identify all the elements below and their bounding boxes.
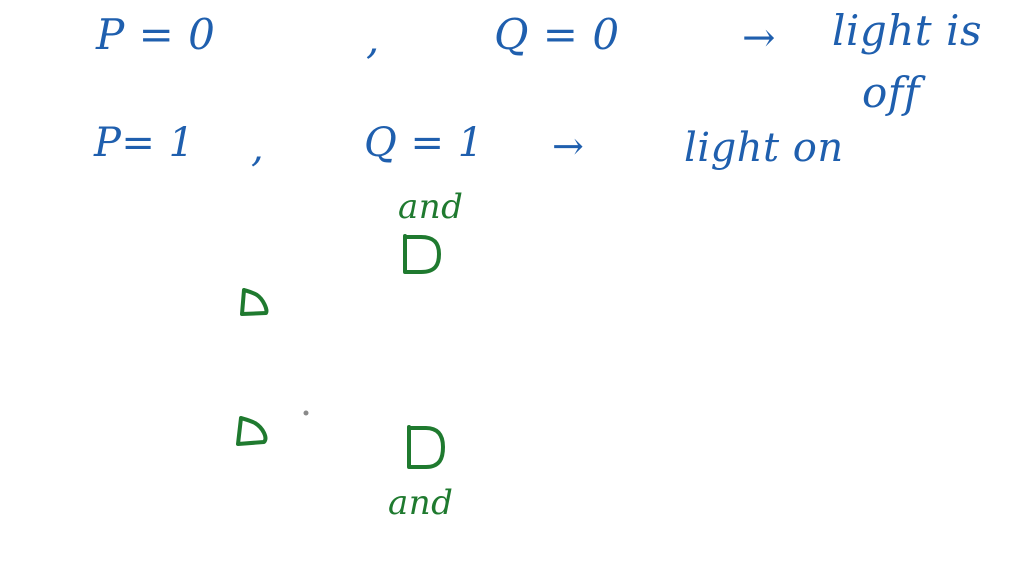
- row1-p-equation: P = 0: [96, 10, 216, 59]
- and-label-bottom: and: [388, 483, 454, 523]
- row1-arrow: →: [742, 15, 777, 61]
- row1-result-line2: off: [862, 68, 920, 117]
- small-gate-left-top-icon: [240, 288, 269, 316]
- dot-icon: [303, 410, 309, 416]
- and-gate-top-icon: [403, 234, 441, 274]
- row2-arrow: →: [552, 124, 585, 168]
- small-gate-left-bottom-icon: [236, 416, 268, 446]
- row2-comma: ,: [251, 125, 265, 171]
- row1-q-equation: Q = 0: [494, 10, 620, 59]
- row1-comma: ,: [366, 14, 380, 63]
- row1-result-line1: light is: [832, 6, 983, 55]
- and-gate-bottom-icon: [407, 425, 445, 469]
- row2-result: light on: [684, 125, 844, 171]
- and-label-top: and: [398, 187, 464, 227]
- row2-q-equation: Q = 1: [364, 120, 484, 166]
- row2-p-equation: P= 1: [94, 120, 195, 166]
